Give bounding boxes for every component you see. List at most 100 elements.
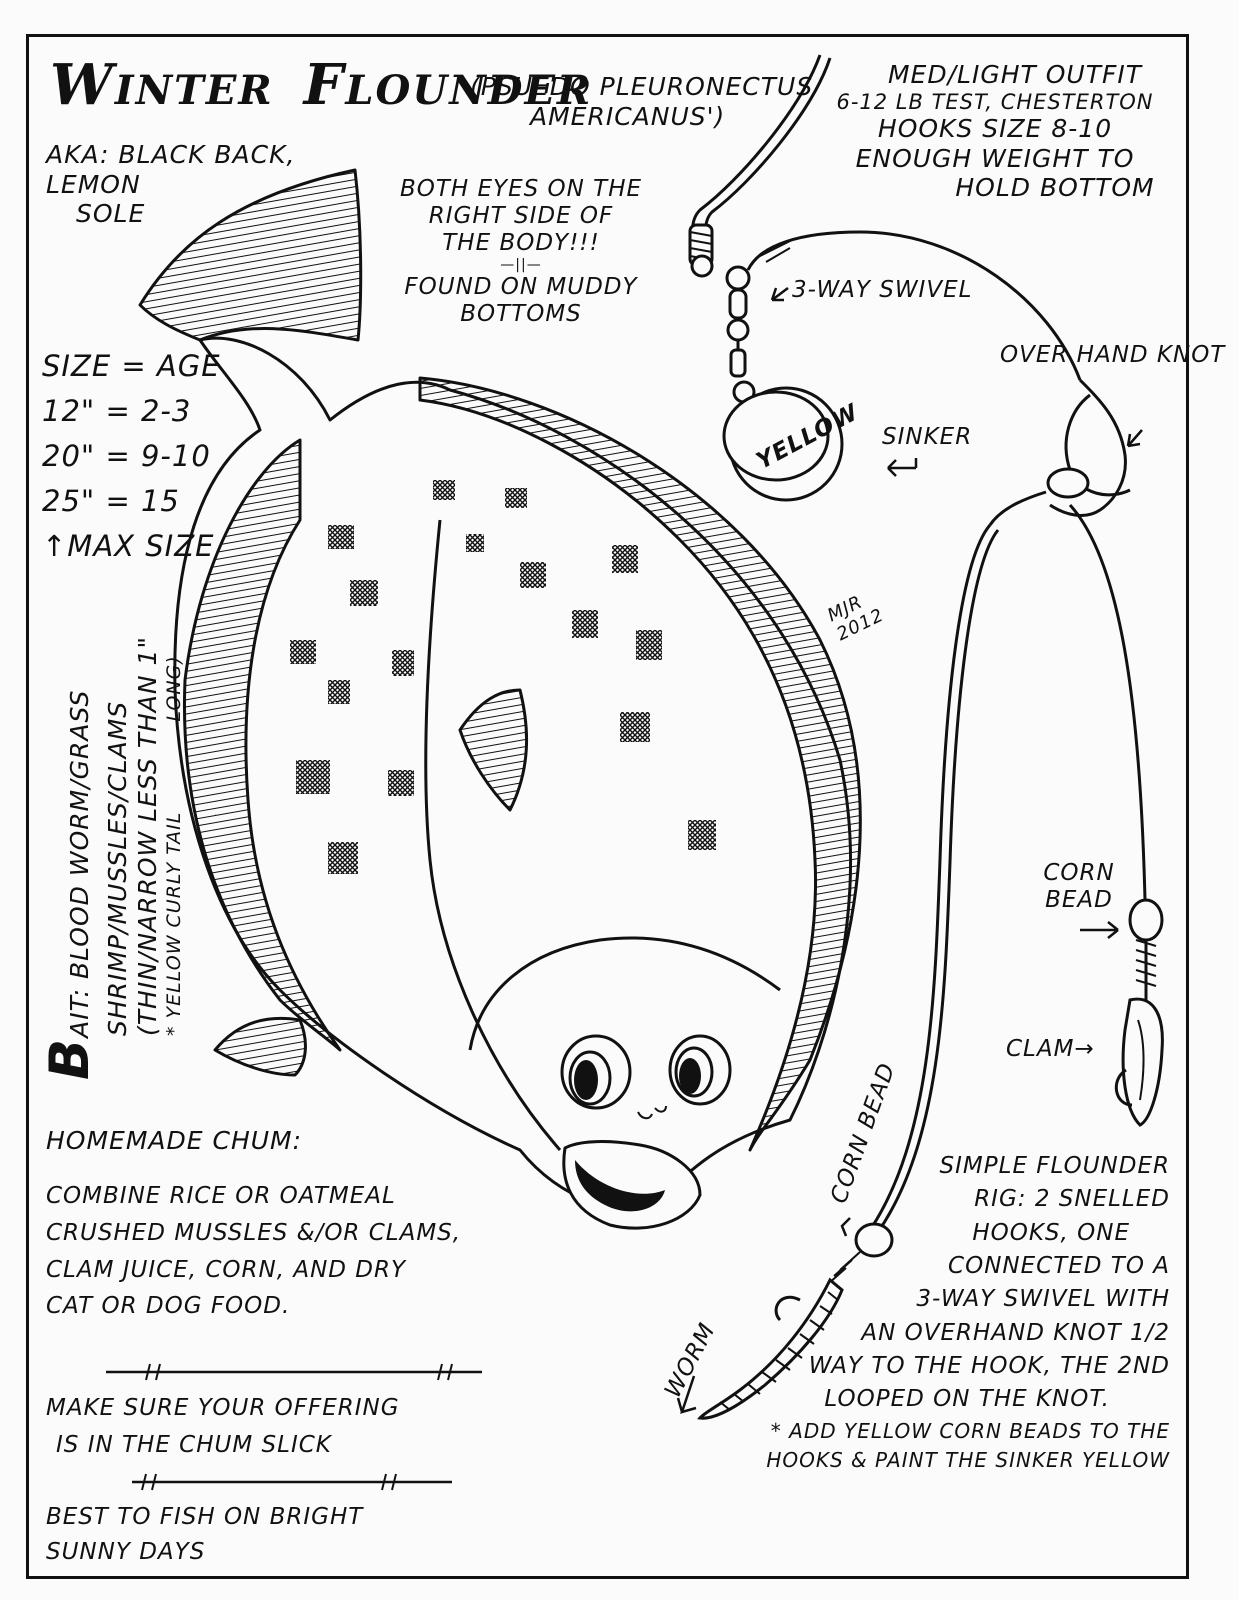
dorsal-fin xyxy=(418,376,862,1152)
title-word-winter: INTER xyxy=(114,67,274,114)
chum-tip-line: IS IN THE CHUM SLICK xyxy=(56,1431,332,1458)
spot xyxy=(505,488,527,508)
rig-description: SIMPLE FLOUNDER RIG: 2 SNELLED HOOKS, ON… xyxy=(640,1150,1170,1475)
pectoral-fin xyxy=(458,688,529,812)
bait-line: * YELLOW CURLY TAIL xyxy=(162,811,185,1036)
page-title: WINTER FLOUNDER xyxy=(50,52,592,118)
size-age-header: SIZE = AGE xyxy=(42,349,221,383)
size-age-row: 25" = 15 xyxy=(42,483,180,518)
outfit-line: ENOUGH WEIGHT TO xyxy=(855,143,1135,173)
rig-note-line: SIMPLE FLOUNDER xyxy=(939,1153,1170,1179)
corn-bead-right-label: CORN BEAD xyxy=(1043,860,1115,914)
size-age-table: SIZE = AGE 12" = 2-3 20" = 9-10 25" = 15… xyxy=(42,344,221,569)
chum-tip-line: MAKE SURE YOUR OFFERING xyxy=(46,1395,400,1421)
corn-bead-right xyxy=(1128,898,1164,942)
head-line xyxy=(424,519,562,1151)
outfit-note: MED/LIGHT OUTFIT 6-12 LB TEST, CHESTERTO… xyxy=(800,60,1190,203)
spot xyxy=(328,842,358,874)
rig-note-line: HOOKS & PAINT THE SINKER YELLOW xyxy=(766,1447,1170,1472)
title-word-flounder: LOUNDER xyxy=(345,67,593,114)
eyes-note-line: BOTTOMS xyxy=(460,301,582,328)
clam-bait-icon xyxy=(1121,997,1164,1127)
eyes-note-line: BOTH EYES ON THE xyxy=(399,176,643,202)
outfit-line: 6-12 LB TEST, CHESTERTON xyxy=(836,89,1154,114)
spot xyxy=(636,630,662,660)
spot xyxy=(296,760,330,794)
chum-dividers xyxy=(106,1363,482,1491)
bait-line: (THIN/NARROW LESS THAN 1" xyxy=(132,636,162,1036)
spot xyxy=(466,534,484,552)
title-initial-w: W xyxy=(50,52,115,118)
spot xyxy=(433,480,455,500)
spot xyxy=(290,640,316,664)
chum-line: CRUSHED MUSSLES &/OR CLAMS, xyxy=(46,1219,462,1246)
chum-line: CLAM JUICE, CORN, AND DRY xyxy=(46,1256,407,1283)
scientific-name-line: AMERICANUS') xyxy=(530,101,726,131)
rig-note-line: AN OVERHAND KNOT 1/2 xyxy=(861,1319,1170,1346)
clam-label: CLAM→ xyxy=(1006,1036,1095,1062)
outfit-line: MED/LIGHT OUTFIT xyxy=(887,60,1142,89)
rig-note-line: WAY TO THE HOOK, THE 2ND xyxy=(808,1353,1170,1380)
anal-fin xyxy=(183,438,342,1052)
spot xyxy=(620,712,650,742)
chum-line: CAT OR DOG FOOD. xyxy=(46,1293,291,1320)
bait-note: BAIT: BLOOD WORM/GRASS SHRIMP/MUSSLES/CL… xyxy=(38,636,186,1080)
sinker-icon xyxy=(722,386,844,502)
rig-note-line: LOOPED ON THE KNOT. xyxy=(824,1386,1110,1413)
scientific-name: (PSUEDO PLEURONECTUS AMERICANUS') xyxy=(470,72,840,131)
spot xyxy=(388,770,414,796)
rig-note-line: HOOKS, ONE xyxy=(972,1219,1130,1246)
chum-tip-2: BEST TO FISH ON BRIGHT SUNNY DAYS xyxy=(46,1500,363,1569)
swivel-label: 3-WAY SWIVEL xyxy=(792,277,973,303)
rig-note-line: * ADD YELLOW CORN BEADS TO THE xyxy=(770,1418,1170,1443)
eyes-note-line: THE BODY!!! xyxy=(442,230,600,257)
size-age-row: 12" = 2-3 xyxy=(42,393,192,428)
bait-line: AIT: BLOOD WORM/GRASS xyxy=(65,689,94,1038)
rig-note-line: RIG: 2 SNELLED xyxy=(974,1186,1170,1213)
aka-line: LEMON xyxy=(46,169,141,199)
gill-line xyxy=(468,936,781,1051)
aka-line: AKA: BLACK BACK, xyxy=(46,140,296,169)
left-eye xyxy=(560,1034,632,1110)
spot xyxy=(392,650,414,676)
eyes-note-divider: —||— xyxy=(500,257,542,274)
spot xyxy=(350,580,378,606)
eyes-note-line: RIGHT SIDE OF xyxy=(428,203,614,230)
right-eye xyxy=(668,1034,732,1106)
spot xyxy=(612,545,638,573)
spot xyxy=(328,525,354,549)
pelvic-fin xyxy=(213,1016,307,1077)
aka-line: SOLE xyxy=(76,199,146,228)
fishing-rig-illustration xyxy=(688,54,1164,1420)
bait-line: LONG) xyxy=(162,655,185,722)
spot xyxy=(520,562,546,588)
chum-header: HOMEMADE CHUM: xyxy=(46,1126,303,1155)
rig-note-line: CONNECTED TO A xyxy=(948,1253,1170,1280)
worm-icon xyxy=(697,1277,844,1420)
chum-tip-1: MAKE SURE YOUR OFFERING IS IN THE CHUM S… xyxy=(46,1390,400,1464)
page-border xyxy=(26,34,1189,1579)
spot xyxy=(328,680,350,704)
scientific-name-line: (PSUEDO PLEURONECTUS xyxy=(470,72,814,101)
annotation-arrows xyxy=(676,287,1143,1414)
chum-recipe: COMBINE RICE OR OATMEAL CRUSHED MUSSLES … xyxy=(46,1178,461,1325)
size-age-row: 20" = 9-10 xyxy=(42,438,211,473)
mouth xyxy=(562,1140,702,1230)
bait-initial: B xyxy=(38,1037,101,1080)
size-age-note: ↑MAX SIZE xyxy=(42,528,215,563)
spot xyxy=(572,610,598,638)
outfit-line: HOOKS SIZE 8-10 xyxy=(877,114,1113,144)
bait-line: SHRIMP/MUSSLES/CLAMS xyxy=(102,700,132,1036)
sinker-label: SINKER xyxy=(882,424,973,450)
aka-note: AKA: BLACK BACK, LEMON SOLE xyxy=(46,140,295,229)
title-initial-f: F xyxy=(303,52,346,118)
chum-line: COMBINE RICE OR OATMEAL xyxy=(46,1183,396,1209)
flounder-illustration xyxy=(138,168,862,1230)
spot xyxy=(688,820,716,850)
eyes-note: BOTH EYES ON THE RIGHT SIDE OF THE BODY!… xyxy=(376,176,666,328)
chum-tip-line: BEST TO FISH ON BRIGHT xyxy=(46,1504,364,1530)
rig-note-line: 3-WAY SWIVEL WITH xyxy=(916,1286,1170,1313)
outfit-line: HOLD BOTTOM xyxy=(955,173,1155,203)
